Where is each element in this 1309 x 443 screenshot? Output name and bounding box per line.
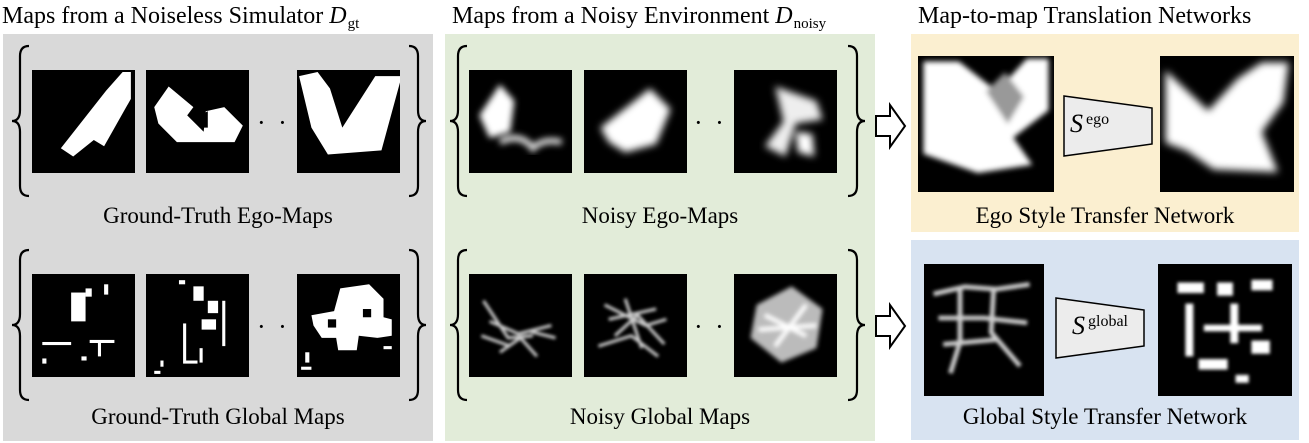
left-brace-noisy-ego [449, 44, 468, 198]
global-network-symbol: S [1072, 311, 1085, 340]
left-brace-gt-global [11, 248, 30, 402]
caption-global-network: Global Style Transfer Network [962, 404, 1248, 429]
arrow-right-icon [875, 302, 907, 350]
noisy-global-map-2 [584, 274, 687, 377]
caption-gt-global: Ground-Truth Global Maps [91, 404, 345, 429]
heading-noiseless-simulator: Maps from a Noiseless Simulator Dgt [2, 4, 359, 32]
noisy-ego-map-2 [584, 70, 687, 173]
heading-noisy-subscript: noisy [793, 16, 827, 32]
right-brace-gt-ego [408, 44, 427, 198]
ego-network-superscript: ego [1086, 111, 1110, 128]
gt-global-map-1 [32, 274, 135, 377]
global-net-output-map [1158, 264, 1292, 396]
global-net-input-map [924, 264, 1044, 396]
ego-network-trapezoid [1063, 95, 1153, 157]
caption-noisy-global: Noisy Global Maps [569, 404, 751, 429]
gt-ego-map-3 [297, 70, 400, 173]
heading-translation-networks: Map-to-map Translation Networks [918, 4, 1251, 28]
noisy-global-map-1 [469, 274, 572, 377]
ego-network-symbol: S [1070, 109, 1083, 138]
gt-ego-map-2 [146, 70, 249, 173]
arrow-right-icon [875, 102, 907, 150]
ego-net-input-map [918, 56, 1054, 192]
heading-gt-subscript: gt [347, 16, 360, 32]
noisy-ego-map-3 [734, 70, 837, 173]
global-network-superscript: global [1088, 313, 1128, 330]
right-brace-noisy-global [847, 248, 866, 402]
caption-ego-network: Ego Style Transfer Network [975, 203, 1235, 228]
noisy-ego-map-1 [469, 70, 572, 173]
gt-global-map-2 [146, 274, 249, 377]
global-network-trapezoid [1055, 297, 1145, 359]
ego-net-output-map [1160, 56, 1294, 192]
right-brace-gt-global [408, 248, 427, 402]
gt-ego-map-1 [32, 70, 135, 173]
caption-gt-ego: Ground-Truth Ego-Maps [103, 203, 333, 228]
heading-noisy-symbol: D [775, 3, 793, 29]
left-brace-noisy-global [449, 248, 468, 402]
left-brace-gt-ego [11, 44, 30, 198]
heading-gt-text: Maps from a Noiseless Simulator [2, 3, 330, 29]
right-brace-noisy-ego [847, 44, 866, 198]
noisy-global-map-3 [734, 274, 837, 377]
caption-noisy-ego: Noisy Ego-Maps [581, 203, 739, 228]
heading-noisy-environment: Maps from a Noisy Environment Dnoisy [452, 4, 826, 32]
heading-gt-symbol: D [329, 3, 347, 29]
heading-noisy-text: Maps from a Noisy Environment [452, 3, 776, 29]
gt-global-map-3 [297, 274, 400, 377]
heading-networks-text: Map-to-map Translation Networks [918, 3, 1252, 29]
